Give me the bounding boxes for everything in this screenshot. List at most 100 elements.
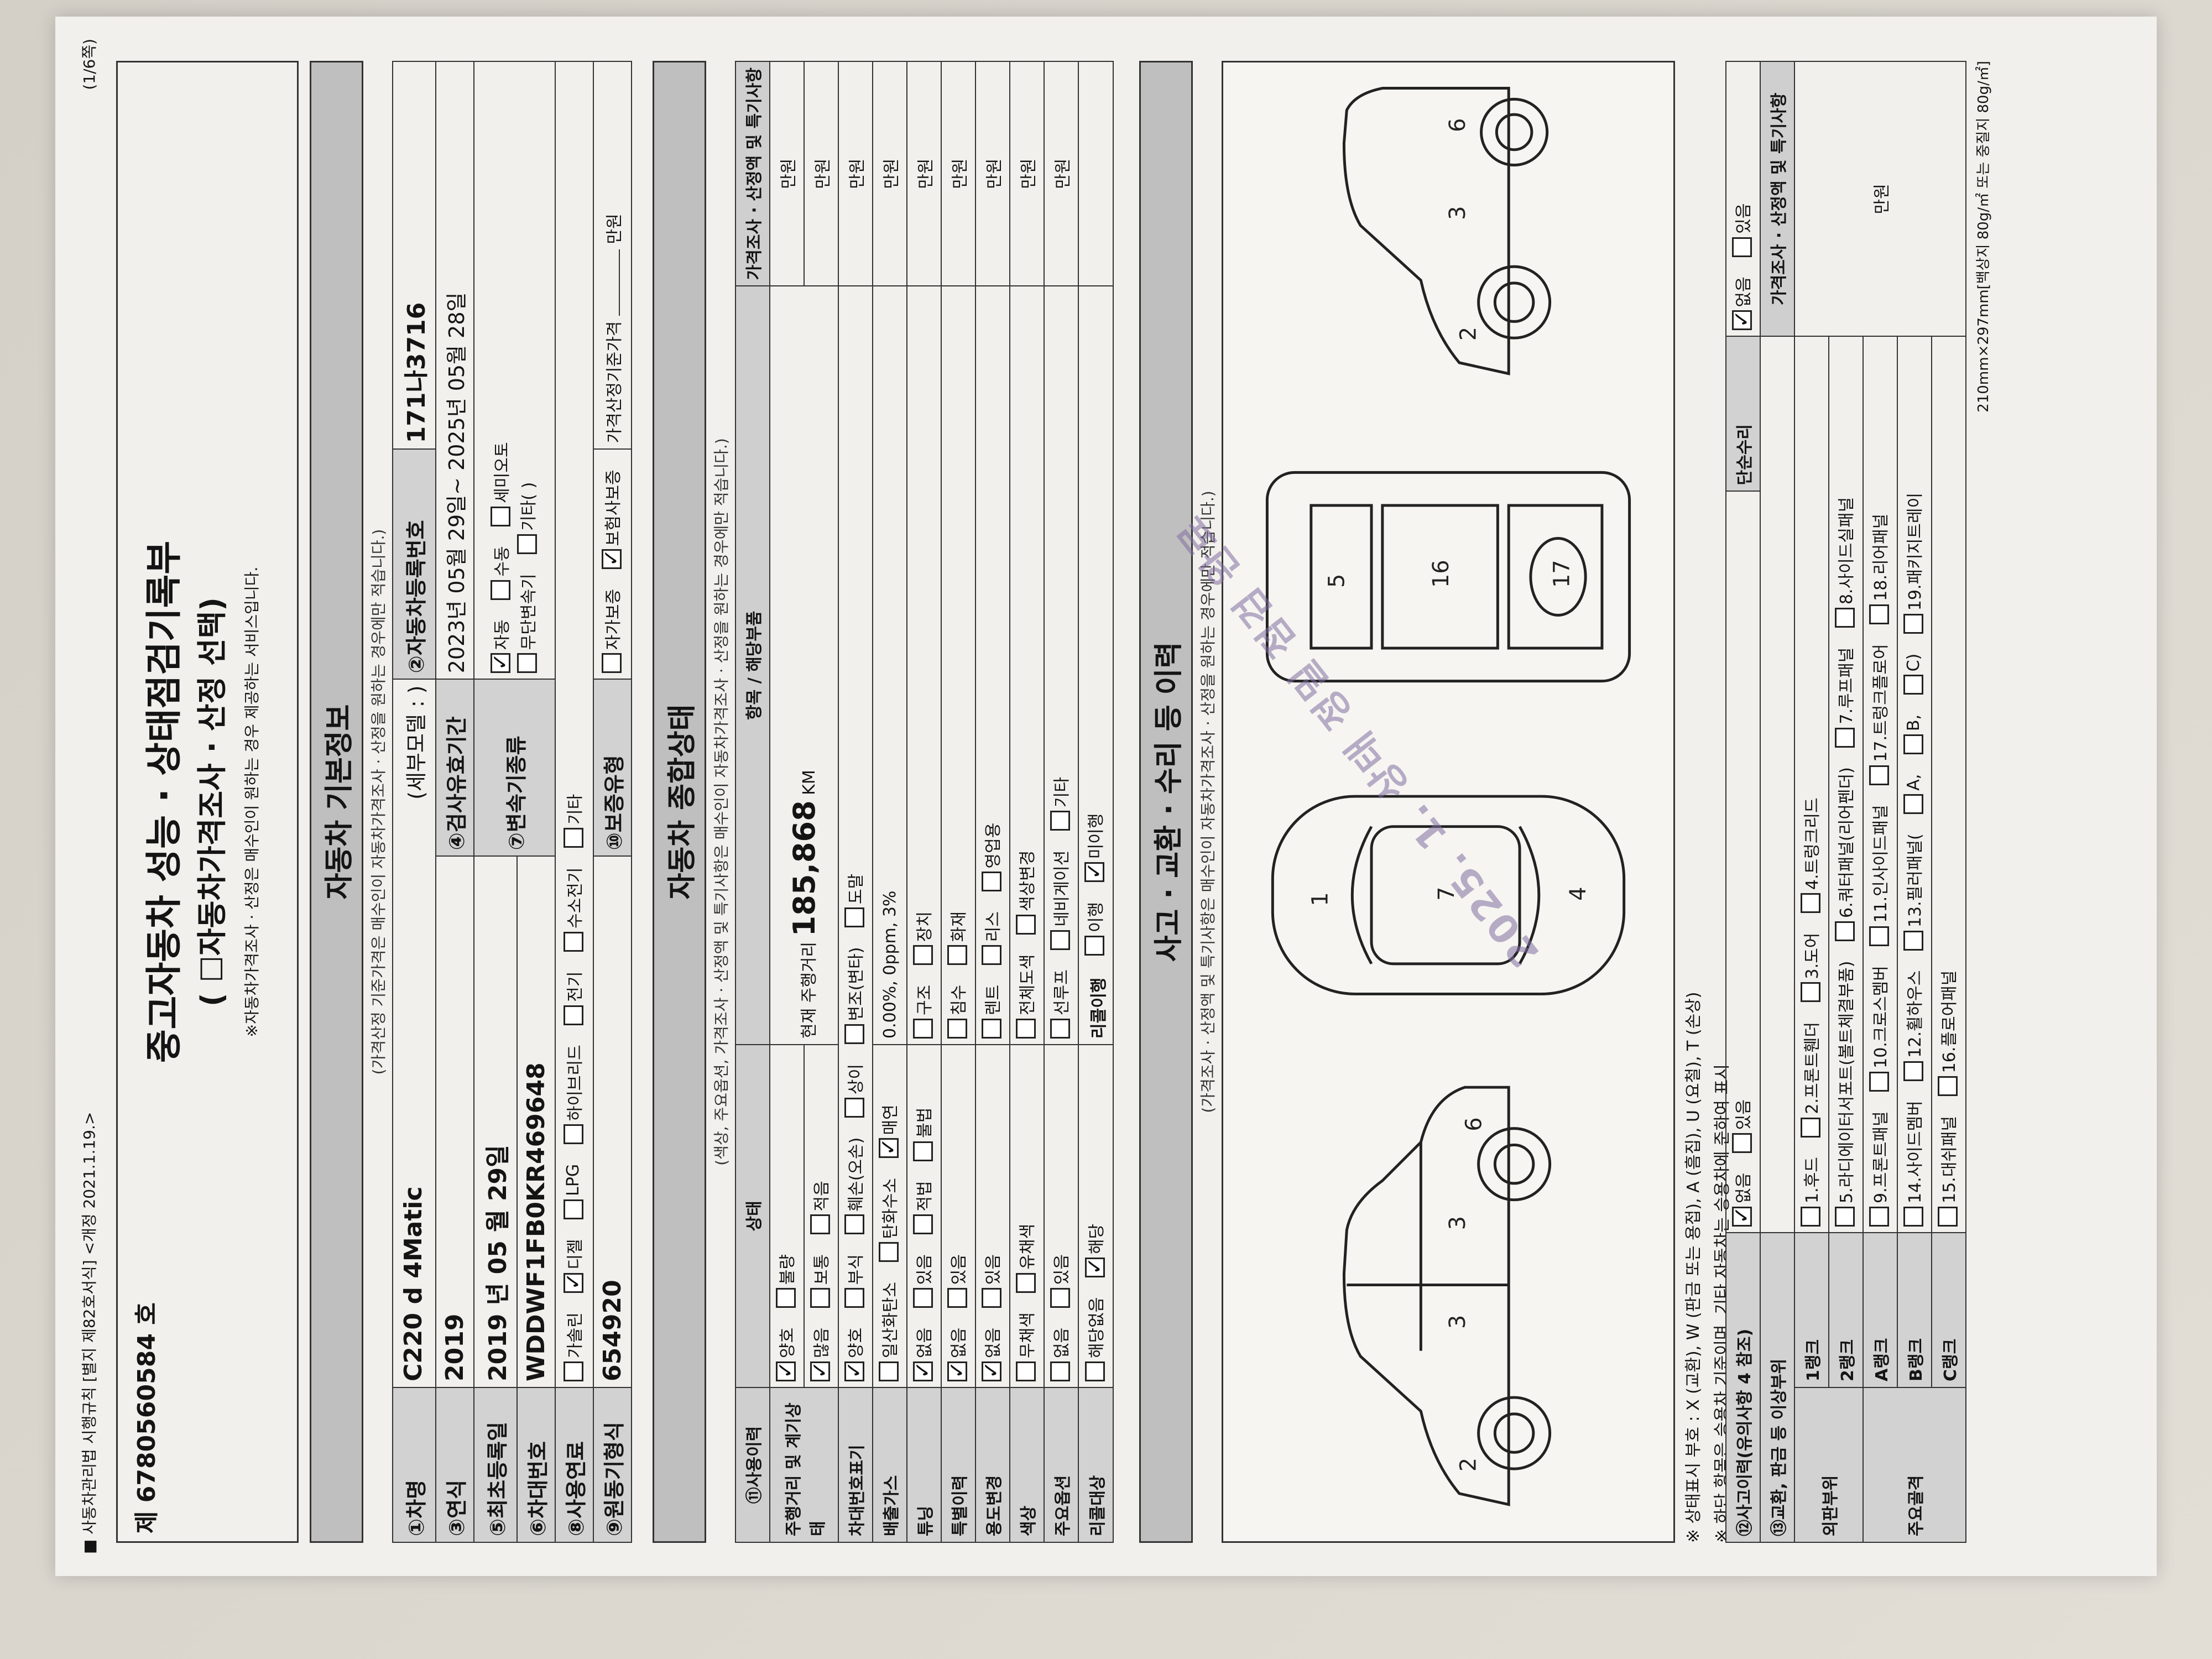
color-repaint-checkbox[interactable] — [1016, 1019, 1036, 1039]
mileage-few-checkbox[interactable] — [810, 1214, 830, 1235]
rC-floor-checkbox[interactable] — [1938, 1076, 1958, 1097]
mileage-many-checkbox[interactable] — [810, 1361, 830, 1381]
r1-opt-1: 2.프론트휀더 — [1803, 1022, 1822, 1114]
fuel-lpg-checkbox[interactable] — [563, 1199, 583, 1219]
accident-none-checkbox[interactable] — [1732, 1207, 1752, 1227]
color-chromatic-checkbox[interactable] — [1016, 1272, 1036, 1293]
rB-pillarC-checkbox[interactable] — [1903, 675, 1923, 695]
tuning-illegal-checkbox[interactable] — [913, 1141, 933, 1161]
year-label: ③연식 — [436, 1387, 474, 1542]
trans-auto-checkbox[interactable] — [490, 653, 510, 674]
inspection-record-page: ■ 사동차관리법 시행규칙 [별지 제82호서식] <개정 2021.1.19.… — [55, 17, 2157, 1576]
usage-rent-checkbox[interactable] — [982, 1019, 1001, 1039]
rB-pillarA-checkbox[interactable] — [1903, 794, 1923, 814]
trans-etc-checkbox[interactable] — [517, 534, 537, 554]
vinmark-smeared-checkbox[interactable] — [844, 907, 864, 928]
price-vinmark: 만원 — [838, 61, 873, 286]
odo-good-checkbox[interactable] — [776, 1361, 796, 1381]
price-mileage: 만원 — [804, 61, 838, 286]
options-none-checkbox[interactable] — [1050, 1361, 1070, 1381]
recall-yes-checkbox[interactable] — [1084, 1258, 1105, 1278]
rA-front-checkbox[interactable] — [1869, 1207, 1889, 1227]
recall-done-checkbox[interactable] — [1084, 936, 1104, 956]
color-achromatic-checkbox[interactable] — [1016, 1361, 1036, 1381]
trans-cvt-checkbox[interactable] — [517, 653, 537, 674]
emission-smoke-checkbox[interactable] — [879, 1138, 899, 1159]
fuel-hybrid-checkbox[interactable] — [563, 1124, 583, 1145]
r2-sidesill-checkbox[interactable] — [1835, 608, 1855, 628]
rA-cross-checkbox[interactable] — [1869, 1071, 1889, 1092]
r2-roof-checkbox[interactable] — [1835, 727, 1855, 748]
options-opt-3: 네비게이션 — [1052, 850, 1072, 927]
recall-notdone-checkbox[interactable] — [1084, 862, 1104, 883]
special-flood-checkbox[interactable] — [947, 1019, 967, 1039]
warranty-insurer-checkbox[interactable] — [601, 549, 622, 570]
mileage-opt-1: 보통 — [812, 1254, 832, 1285]
rB-wheelhouse-checkbox[interactable] — [1903, 1061, 1923, 1081]
r1-fender-checkbox[interactable] — [1801, 1117, 1820, 1138]
simple-none-checkbox[interactable] — [1732, 310, 1752, 331]
rA-rear-checkbox[interactable] — [1869, 604, 1889, 624]
underbody-view — [1265, 471, 1631, 683]
options-etc-checkbox[interactable] — [1050, 811, 1070, 831]
rB-sidemember-checkbox[interactable] — [1903, 1207, 1923, 1227]
special-none-checkbox[interactable] — [947, 1361, 967, 1381]
usage-none-checkbox[interactable] — [982, 1361, 1001, 1381]
recall-na-checkbox[interactable] — [1084, 1361, 1105, 1381]
usage-lease-checkbox[interactable] — [982, 945, 1001, 966]
tuning-yes-checkbox[interactable] — [913, 1288, 933, 1308]
r1-trunk-checkbox[interactable] — [1801, 893, 1820, 914]
color-change-checkbox[interactable] — [1016, 915, 1036, 935]
tuning-legal-checkbox[interactable] — [913, 1214, 933, 1235]
usage-business-checkbox[interactable] — [982, 872, 1001, 892]
rB-pillarB-checkbox[interactable] — [1903, 734, 1923, 755]
mileage-normal-checkbox[interactable] — [810, 1288, 830, 1308]
svg-text:2: 2 — [1456, 327, 1481, 341]
odo-bad-checkbox[interactable] — [776, 1288, 796, 1308]
rA-trunkfloor-checkbox[interactable] — [1869, 765, 1889, 785]
rA-inside-checkbox[interactable] — [1869, 926, 1889, 946]
emission-co-checkbox[interactable] — [879, 1361, 899, 1381]
special-opt-2: 침수 — [950, 984, 969, 1015]
simple-yes-checkbox[interactable] — [1732, 237, 1752, 257]
recall-done-opt-0: 이행 — [1087, 901, 1106, 933]
options-sunroof-checkbox[interactable] — [1050, 1019, 1070, 1039]
tuning-device-checkbox[interactable] — [913, 945, 933, 966]
warranty-self-checkbox[interactable] — [601, 653, 622, 674]
fuel-diesel-checkbox[interactable] — [563, 1272, 583, 1293]
vinmark-good-checkbox[interactable] — [844, 1361, 864, 1381]
tuning-opt-4: 구조 — [915, 984, 935, 1015]
options-navi-checkbox[interactable] — [1050, 930, 1070, 950]
price-basis-field[interactable] — [618, 249, 620, 316]
r2-quarter-checkbox[interactable] — [1835, 921, 1855, 942]
fuel-hydrogen-checkbox[interactable] — [563, 931, 583, 952]
rB-pillar-checkbox[interactable] — [1903, 931, 1923, 951]
rankB-label: B랭크 — [1897, 1233, 1932, 1387]
options-yes-checkbox[interactable] — [1050, 1288, 1070, 1308]
tuning-none-checkbox[interactable] — [913, 1361, 933, 1381]
car-name-value: C220 d 4Matic — [399, 1186, 427, 1381]
emission-hc-checkbox[interactable] — [879, 1242, 899, 1262]
trans-semi-checkbox[interactable] — [490, 506, 510, 526]
r1-hood-checkbox[interactable] — [1801, 1207, 1820, 1227]
r2-radiator-checkbox[interactable] — [1835, 1207, 1855, 1227]
fuel-gasoline-checkbox[interactable] — [563, 1361, 583, 1381]
vinmark-differ-checkbox[interactable] — [844, 1098, 864, 1118]
trans-manual-checkbox[interactable] — [490, 580, 510, 600]
usage-yes-checkbox[interactable] — [982, 1288, 1001, 1308]
fuel-electric-checkbox[interactable] — [563, 1005, 583, 1025]
special-fire-checkbox[interactable] — [947, 945, 967, 966]
accident-yes-checkbox[interactable] — [1732, 1133, 1752, 1154]
r1-door-checkbox[interactable] — [1801, 982, 1820, 1003]
mileage-opt-0: 많음 — [812, 1327, 832, 1358]
title-note: ※자동차가격조사 · 산정은 매수인이 원하는 경우 제공하는 서비스입니다. — [243, 566, 261, 1037]
rC-dash-checkbox[interactable] — [1938, 1207, 1958, 1227]
vinmark-corrosion-checkbox[interactable] — [844, 1288, 864, 1308]
price-options: 만원 — [1044, 61, 1078, 286]
vinmark-altered-checkbox[interactable] — [844, 1024, 864, 1045]
special-yes-checkbox[interactable] — [947, 1288, 967, 1308]
fuel-etc-checkbox[interactable] — [563, 828, 583, 848]
rB-package-checkbox[interactable] — [1903, 614, 1923, 634]
tuning-structure-checkbox[interactable] — [913, 1019, 933, 1039]
vinmark-damaged-checkbox[interactable] — [844, 1214, 864, 1235]
